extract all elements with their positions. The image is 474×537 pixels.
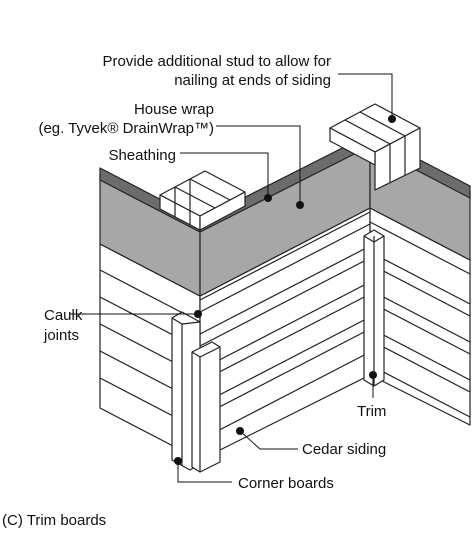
leader-house-wrap [216,125,301,203]
leader-cedar [239,430,298,450]
left-studs-top [159,170,246,231]
label-house-wrap-line2: (eg. Tyvek® DrainWrap™) [38,120,214,137]
dot-stud [388,115,396,123]
label-sheathing: Sheathing [108,147,176,164]
dot-caulk [194,310,202,318]
dot-cedar [236,427,244,435]
label-trim: Trim [357,403,387,420]
dot-house-wrap [296,201,304,209]
label-caulk-line1: Caulk [44,307,83,324]
label-house-wrap-line1: House wrap [133,101,214,118]
label-stud-line2: nailing at ends of siding [174,72,331,89]
leader-stud [338,73,393,117]
figure-caption: (C) Trim boards [2,512,107,529]
leader-lines [70,73,393,483]
inside-trim-board [363,229,385,387]
dot-corner [174,457,182,465]
corner-boards [171,311,221,473]
dot-sheathing [264,194,272,202]
leader-sheathing [180,152,269,196]
label-stud-line1: Provide additional stud to allow for [102,53,331,70]
label-cedar-siding: Cedar siding [302,441,387,458]
right-siding-courses [369,221,471,418]
dot-trim [369,371,377,379]
leader-dots [174,115,396,465]
leader-corner [177,461,232,483]
front-siding-courses [199,211,371,441]
label-corner-boards: Corner boards [238,475,334,492]
label-caulk-line2: joints [44,327,80,344]
right-studs-top [329,103,421,191]
